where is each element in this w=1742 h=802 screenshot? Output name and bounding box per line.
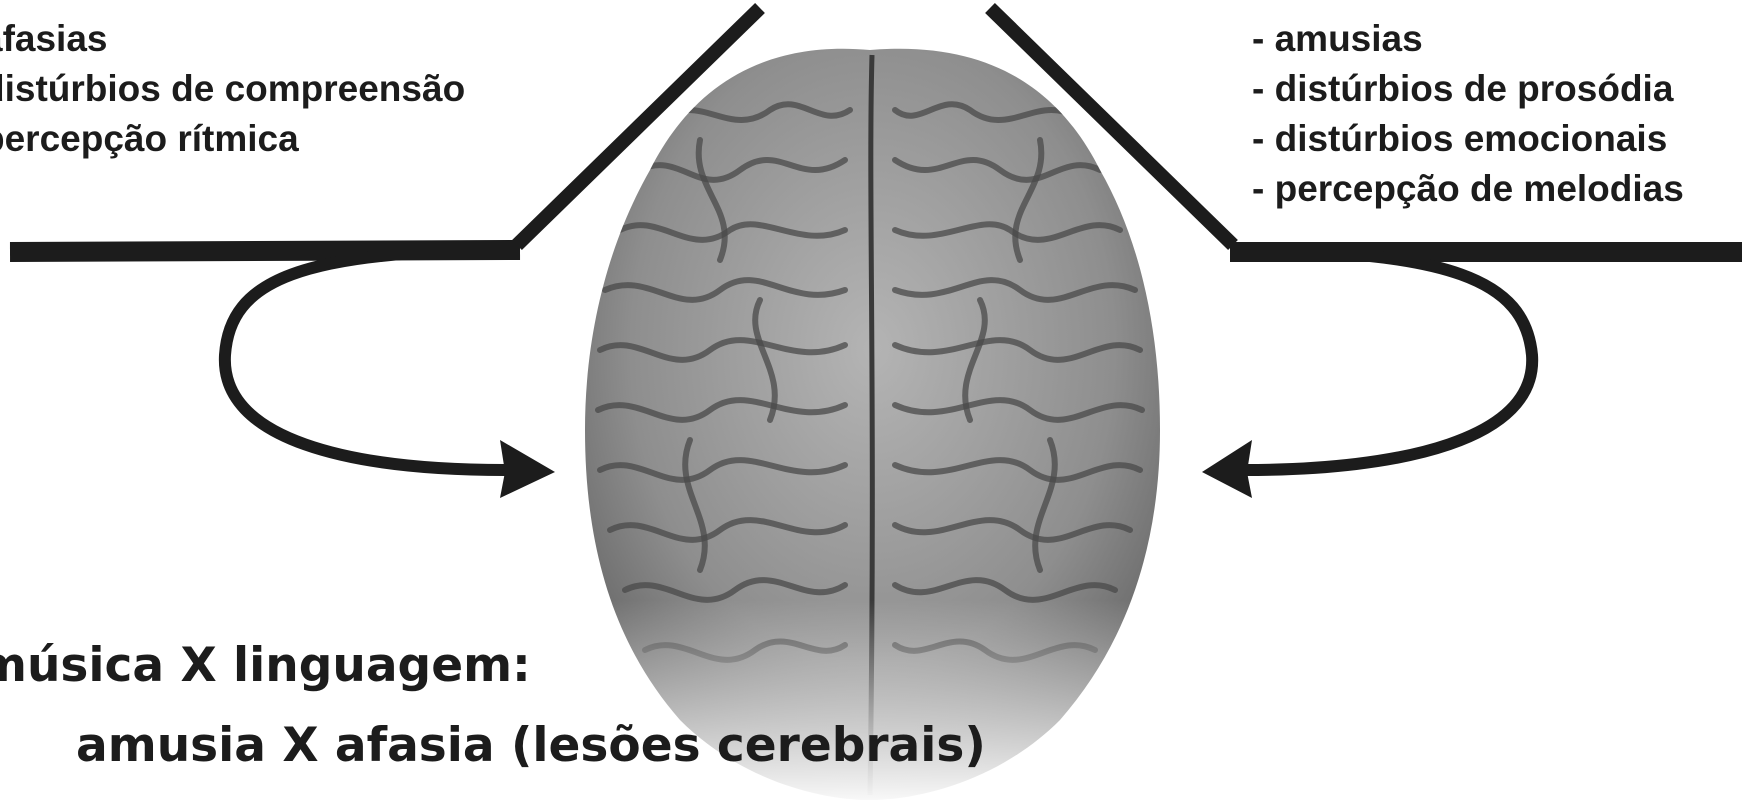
right-list-item: - amusias [1252,14,1684,64]
brain-image [560,49,1180,802]
left-list-item: percepção rítmica [0,114,465,164]
right-curved-arrow-path [1230,250,1532,470]
left-arrowhead-icon [500,440,555,498]
right-list-item: - percepção de melodias [1252,164,1684,214]
right-list-item: - distúrbios emocionais [1252,114,1684,164]
right-list-item: - distúrbios de prosódia [1252,64,1684,114]
right-hemisphere-list: - amusias - distúrbios de prosódia - dis… [1252,14,1684,214]
left-hemisphere-list: afasias distúrbios de compreensão percep… [0,14,465,164]
right-arrowhead-icon [1202,440,1252,498]
caption-amusia-vs-aphasia: amusia X afasia (lesões cerebrais) [76,718,986,773]
left-list-item: afasias [0,14,465,64]
left-curved-arrow-path [225,250,520,470]
left-list-item: distúrbios de compreensão [0,64,465,114]
caption-music-vs-language: música X linguagem: [0,638,531,693]
